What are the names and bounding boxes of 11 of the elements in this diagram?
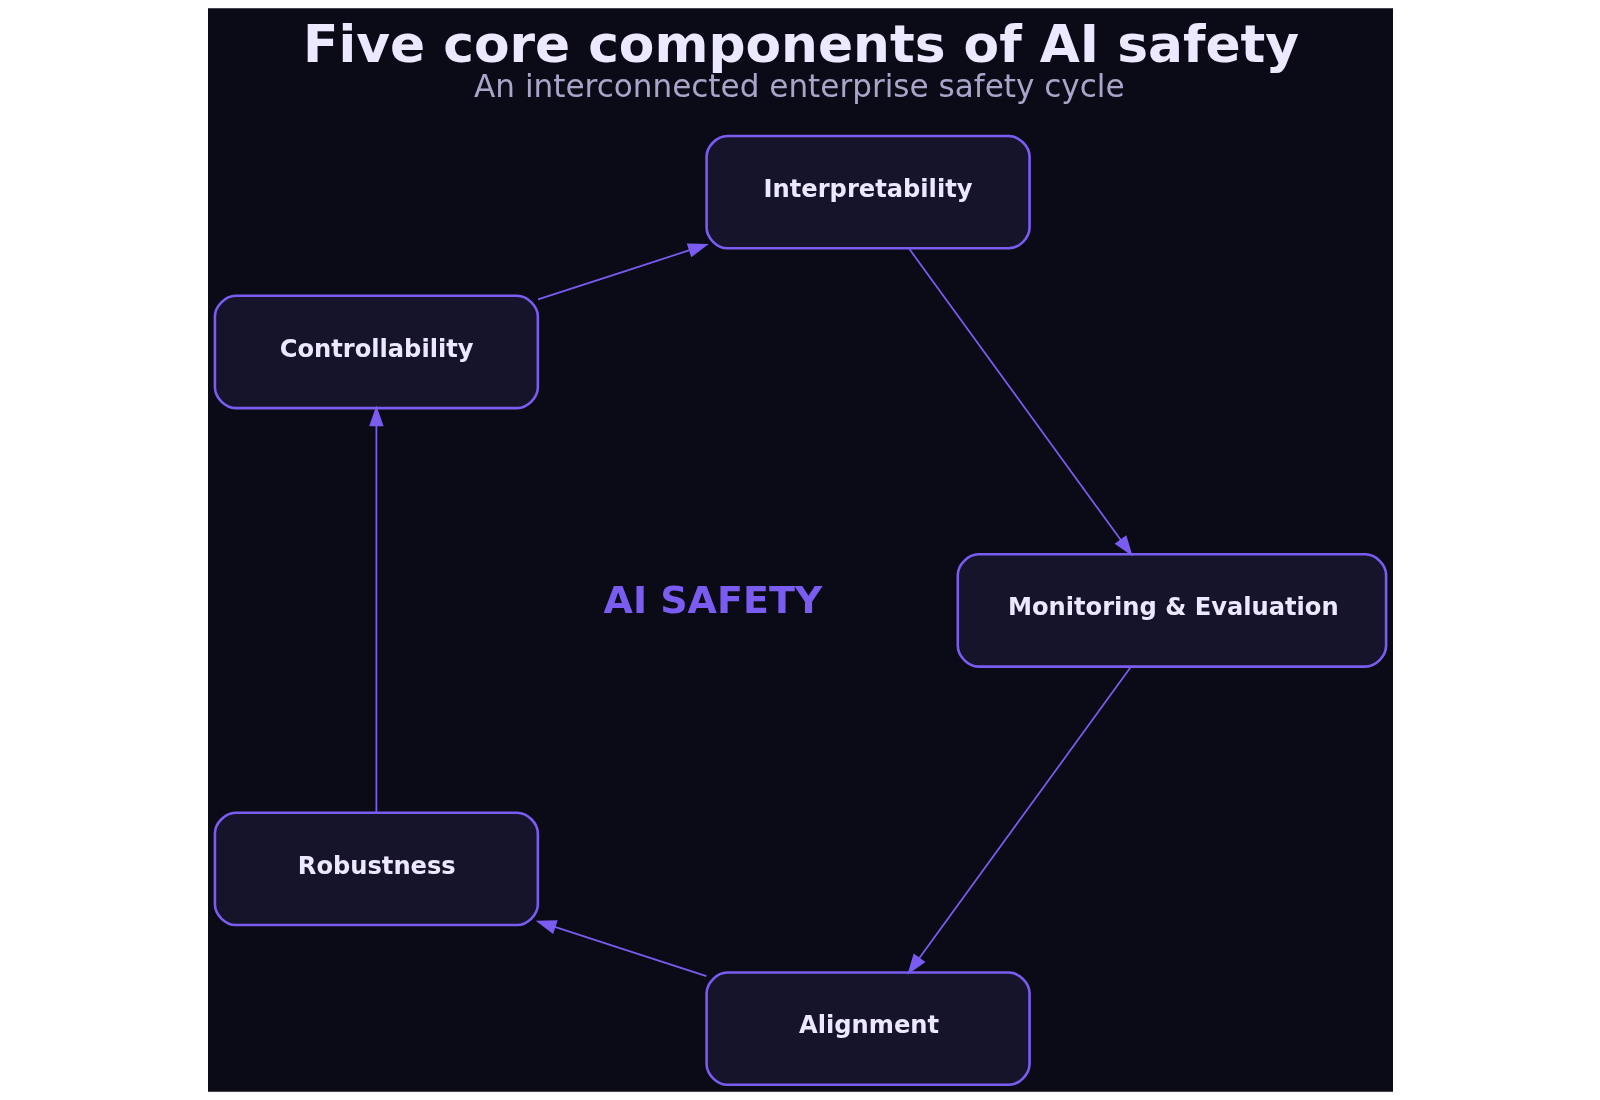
arrow: [535, 920, 707, 978]
node-box: Robustness: [213, 811, 539, 927]
arrow: [907, 247, 1133, 557]
label: AI SAFETY: [603, 578, 822, 623]
node-box: Monitoring & Evaluation: [956, 553, 1387, 668]
node-box: Alignment: [704, 971, 1031, 1087]
node-box: Interpretability: [704, 134, 1031, 250]
node-box: Controllability: [213, 294, 539, 410]
arrow: [368, 405, 384, 814]
arrow: [536, 243, 709, 301]
arrow: [906, 666, 1132, 975]
